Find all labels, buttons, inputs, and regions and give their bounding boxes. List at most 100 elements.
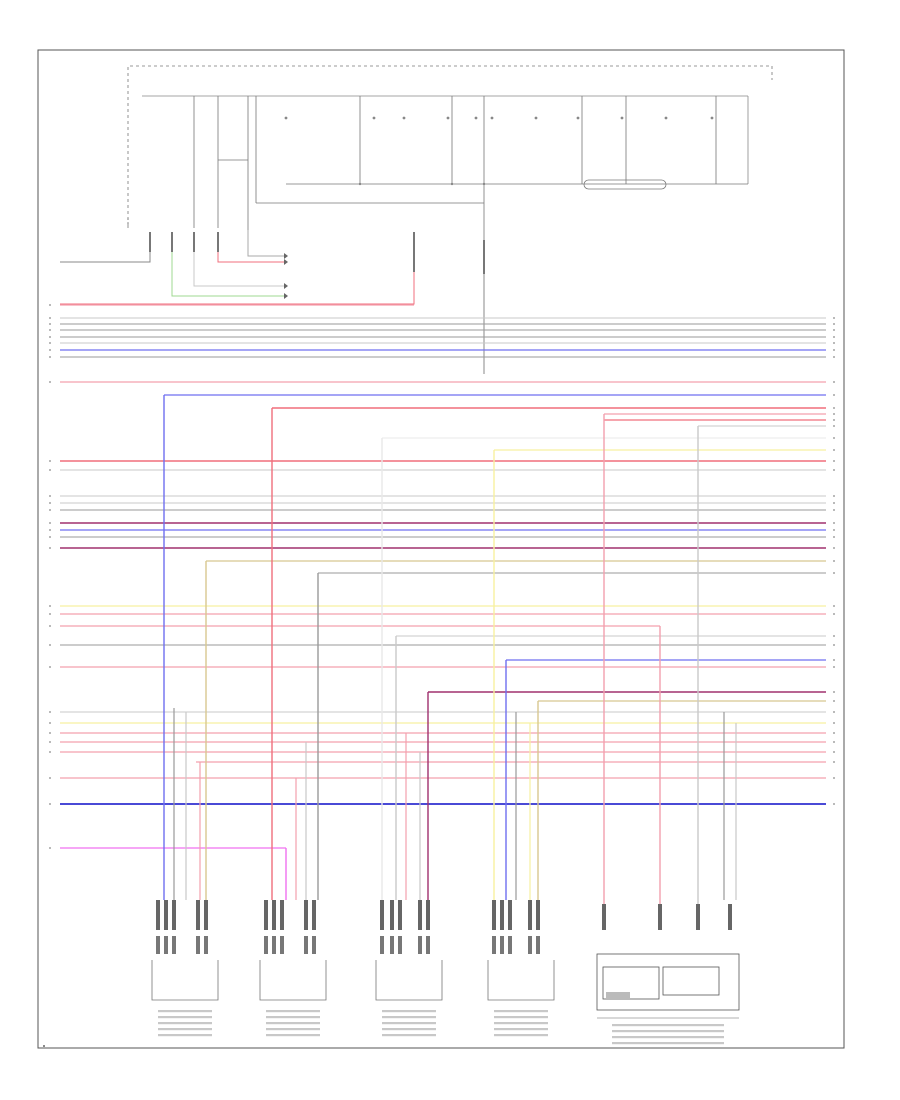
pin-right-w33: [833, 659, 835, 661]
pin-right-w17: [833, 460, 835, 462]
pin-right-w39: [833, 732, 835, 734]
cyl2-terminal-0: [264, 936, 268, 954]
pin-right-w41: [833, 751, 835, 753]
cyl2-connector-pin-0: [264, 900, 268, 930]
cyl2-terminal-3: [304, 936, 308, 954]
cyl3-terminal-1: [390, 936, 394, 954]
pin-left-w4: [49, 329, 51, 331]
pin-right-w11: [833, 407, 835, 409]
pin-left-w7: [49, 349, 51, 351]
pin-right-w21: [833, 509, 835, 511]
pin-left-w8: [49, 356, 51, 358]
cyl3-sensor-frame: [375, 960, 443, 1001]
cyl3-connector-pin-3: [418, 900, 422, 930]
cyl3-connector-pin-4: [426, 900, 430, 930]
cyl4-connector-pin-3: [528, 900, 532, 930]
cyl2-terminal-2: [280, 936, 284, 954]
cyl3-caption-line: [382, 1028, 436, 1031]
pin-right-w31: [833, 635, 835, 637]
cyl4-connector-pin-0: [492, 900, 496, 930]
pin-left-w2: [49, 317, 51, 319]
cyl1-terminal-4: [204, 936, 208, 954]
cyl3-terminal-0: [380, 936, 384, 954]
cyl4-caption-line: [494, 1010, 548, 1013]
pin-left-w22: [49, 522, 51, 524]
pin-left-w40: [49, 741, 51, 743]
pin-right-w42: [833, 761, 835, 763]
relay-box-pin-0: [602, 904, 606, 930]
pin-right-w27: [833, 572, 835, 574]
pin-left-w32: [49, 644, 51, 646]
pin-right-w7: [833, 349, 835, 351]
cyl3-terminal-2: [398, 936, 402, 954]
cyl3-terminal-3: [418, 936, 422, 954]
cyl2-connector-pin-2: [280, 900, 284, 930]
cyl3-connector-pin-0: [380, 900, 384, 930]
cyl1-caption-line: [158, 1028, 212, 1031]
pin-left-w17: [49, 460, 51, 462]
pin-right-w38: [833, 722, 835, 724]
cyl4-connector-pin-1: [500, 900, 504, 930]
pin-right-w10: [833, 394, 835, 396]
pin-left-w45: [49, 847, 51, 849]
cyl2-connector-pin-1: [272, 900, 276, 930]
cyl4-terminal-4: [536, 936, 540, 954]
pin-left-w23: [49, 529, 51, 531]
pin-right-w32: [833, 644, 835, 646]
cyl1-sensor-frame: [151, 960, 219, 1001]
cyl3-caption-line: [382, 1010, 436, 1013]
relay-box-caption-line: [612, 1030, 724, 1033]
cyl1-caption-line: [158, 1034, 212, 1037]
bottom-components: [151, 900, 732, 1045]
ground-marker: [43, 1045, 45, 1047]
cyl1-connector-pin-1: [164, 900, 168, 930]
vertical-wire-drops: [163, 395, 737, 904]
relay-box-pin-3: [728, 904, 732, 930]
cyl1-connector-pin-0: [156, 900, 160, 930]
pin-left-w34: [49, 666, 51, 668]
pin-left-w18: [49, 469, 51, 471]
pin-right-w24: [833, 536, 835, 538]
pin-right-w29: [833, 613, 835, 615]
cyl1-terminal-2: [172, 936, 176, 954]
upper-left-connectors: [149, 232, 485, 274]
cyl1-connector-pin-2: [172, 900, 176, 930]
cyl3-terminal-4: [426, 936, 430, 954]
cyl4-caption-line: [494, 1022, 548, 1025]
harness-pin-markers: [49, 304, 835, 849]
cyl3-connector-pin-1: [390, 900, 394, 930]
pin-right-w8: [833, 356, 835, 358]
pin-right-w13: [833, 419, 835, 421]
cyl4-terminal-0: [492, 936, 496, 954]
pin-left-w44: [49, 803, 51, 805]
pin-right-w3: [833, 323, 835, 325]
pin-left-w30: [49, 625, 51, 627]
pin-right-w23: [833, 529, 835, 531]
pin-right-w19: [833, 495, 835, 497]
cyl2-sensor-frame: [259, 960, 327, 1001]
pin-right-w9: [833, 381, 835, 383]
relay-box-pin-1: [658, 904, 662, 930]
pin-right-w20: [833, 502, 835, 504]
pin-right-w36: [833, 700, 835, 702]
cyl4-caption-line: [494, 1034, 548, 1037]
pin-left-w6: [49, 342, 51, 344]
pin-left-w1: [49, 304, 51, 306]
cyl4-terminal-3: [528, 936, 532, 954]
cyl3-caption-line: [382, 1016, 436, 1019]
upper-left-leads: [60, 230, 485, 374]
pin-right-w44: [833, 803, 835, 805]
relay-box-caption-line: [612, 1042, 724, 1045]
pin-right-w14: [833, 425, 835, 427]
cyl2-connector-pin-3: [304, 900, 308, 930]
cyl2-caption-line: [266, 1010, 320, 1013]
pin-left-w21: [49, 509, 51, 511]
pin-right-w37: [833, 711, 835, 713]
cyl2-terminal-4: [312, 936, 316, 954]
pin-left-w25: [49, 547, 51, 549]
cyl1-terminal-1: [164, 936, 168, 954]
fuse-relay-block: [127, 65, 773, 240]
cyl2-caption-line: [266, 1028, 320, 1031]
